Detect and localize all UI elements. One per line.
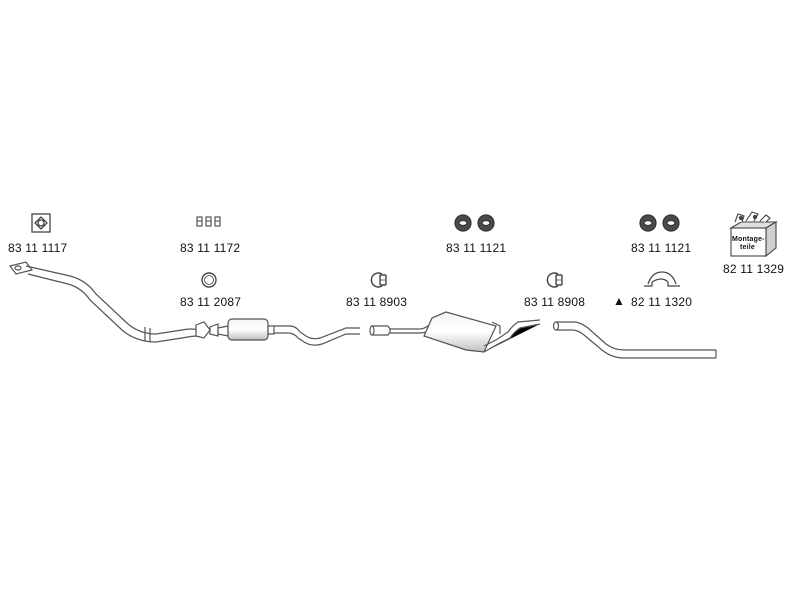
rear-clamp-icon[interactable]	[546, 272, 563, 288]
front-pipe	[8, 261, 199, 343]
middle-pipe	[274, 325, 360, 346]
part-number-rear-clamp: 83 11 8908	[524, 295, 586, 309]
mounting-kit-box-icon[interactable]	[729, 211, 778, 258]
gasket-icon[interactable]	[31, 213, 51, 233]
front-clamp-icon[interactable]	[370, 272, 387, 288]
ring-icon[interactable]	[201, 272, 217, 288]
mounting-kit-caption-line2: teile	[740, 244, 756, 251]
front-joint	[195, 321, 219, 339]
connector-pipe	[369, 325, 391, 336]
part-number-small-clamps: 83 11 1172	[180, 241, 241, 255]
rear-muffler	[390, 311, 541, 353]
part-number-rubber-mount-b: 83 11 1121	[631, 241, 692, 255]
small-clamps-icon[interactable]	[196, 216, 221, 227]
part-number-front-clamp: 83 11 8903	[346, 295, 408, 309]
hanger-marker-icon: ▲	[613, 294, 626, 308]
tail-pipe	[552, 321, 717, 359]
rubber-mount-a-icon[interactable]	[454, 214, 495, 232]
part-number-ring: 83 11 2087	[180, 295, 242, 309]
part-number-gasket: 83 11 1117	[8, 241, 68, 255]
hanger-icon[interactable]	[644, 271, 680, 287]
rubber-mount-b-icon[interactable]	[639, 214, 680, 232]
front-muffler	[217, 318, 275, 341]
part-number-mounting-kit: 82 11 1329	[723, 262, 785, 276]
mounting-kit-caption-line1: Montage-	[732, 236, 765, 243]
part-number-rubber-mount-a: 83 11 1121	[446, 241, 507, 255]
part-number-hanger: 82 11 1320	[631, 295, 693, 309]
